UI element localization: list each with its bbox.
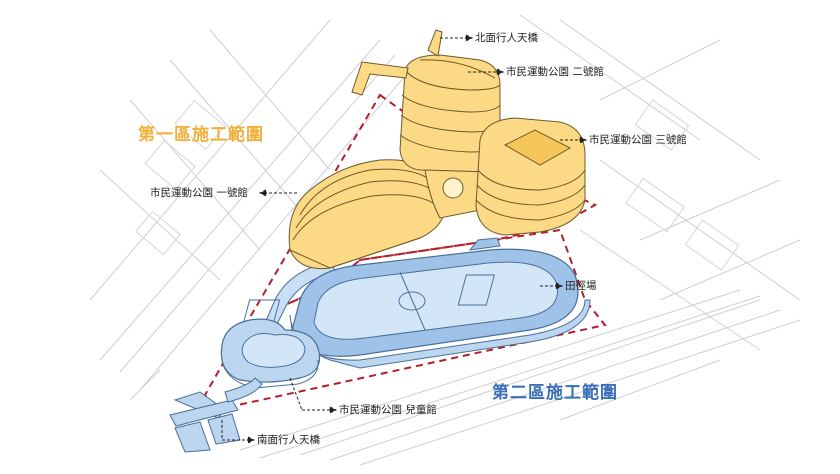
leader-lines (221, 34, 588, 444)
track-field (240, 237, 591, 369)
label-hall3: 市民運動公園 三號館 (589, 134, 687, 146)
south-bridge-shape (169, 377, 263, 453)
label-south-bridge: 南面行人天橋 (257, 434, 320, 446)
north-bridge-shape (351, 29, 443, 96)
label-hall2: 市民運動公園 二號館 (506, 66, 604, 78)
zone2-title: 第二區施工範圍 (492, 383, 618, 403)
street-grid (89, 14, 801, 466)
zone1-title: 第一區施工範圍 (138, 125, 264, 145)
label-north-bridge: 北面行人天橋 (475, 32, 538, 44)
kids-hall (220, 318, 321, 389)
hall3-building (475, 117, 586, 236)
label-hall1: 市民運動公園 一號館 (150, 187, 248, 199)
street-blocks (135, 99, 740, 271)
label-track: 田徑場 (565, 280, 597, 292)
hall1-building (288, 159, 447, 270)
label-kids-hall: 市民運動公園 兒童館 (339, 404, 437, 416)
